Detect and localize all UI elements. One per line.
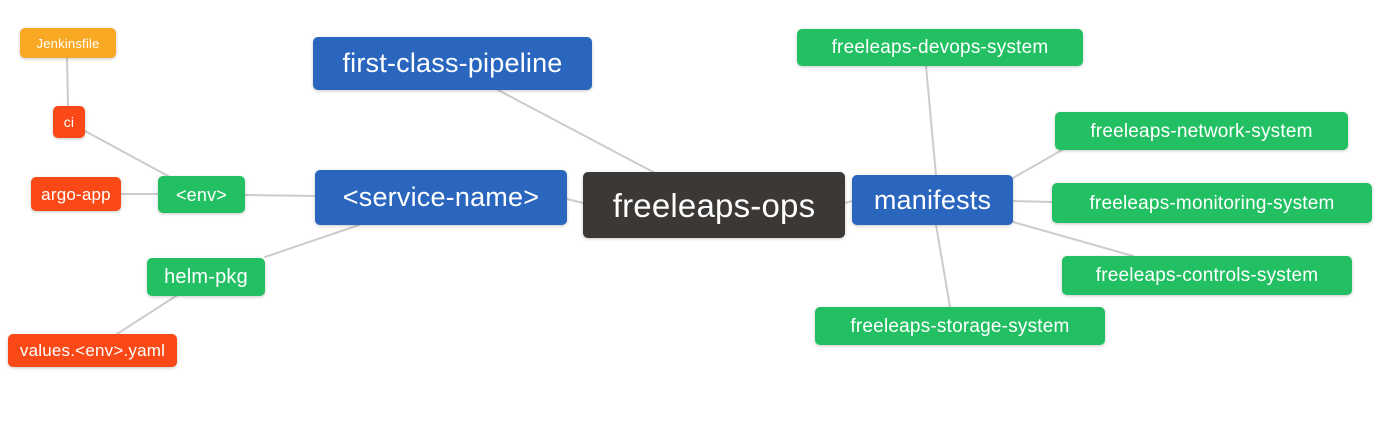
node-freeleaps-controls-system[interactable]: freeleaps-controls-system bbox=[1062, 256, 1352, 295]
node-manifests[interactable]: manifests bbox=[852, 175, 1013, 225]
node-helm-pkg[interactable]: helm-pkg bbox=[147, 258, 265, 296]
node-first-class-pipeline[interactable]: first-class-pipeline bbox=[313, 37, 592, 90]
node-freeleaps-network-system[interactable]: freeleaps-network-system bbox=[1055, 112, 1348, 150]
node-freeleaps-storage-system[interactable]: freeleaps-storage-system bbox=[815, 307, 1105, 345]
node-argo-app[interactable]: argo-app bbox=[31, 177, 121, 211]
node-freeleaps-devops-system[interactable]: freeleaps-devops-system bbox=[797, 29, 1083, 66]
node-values-env-yaml[interactable]: values.<env>.yaml bbox=[8, 334, 177, 367]
node-freeleaps-ops[interactable]: freeleaps-ops bbox=[583, 172, 845, 238]
node-ci[interactable]: ci bbox=[53, 106, 85, 138]
node-jenkinsfile[interactable]: Jenkinsfile bbox=[20, 28, 116, 58]
node-service-name[interactable]: <service-name> bbox=[315, 170, 567, 225]
node-env[interactable]: <env> bbox=[158, 176, 245, 213]
node-freeleaps-monitoring-system[interactable]: freeleaps-monitoring-system bbox=[1052, 183, 1372, 223]
